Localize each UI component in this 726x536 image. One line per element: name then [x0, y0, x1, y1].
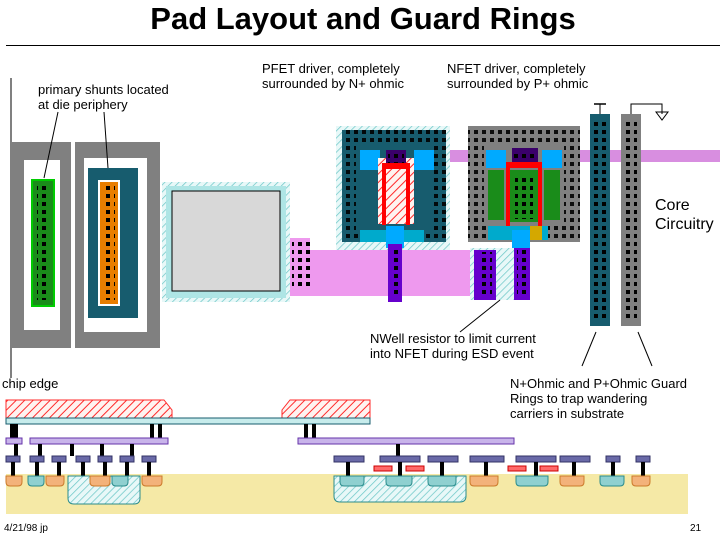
label-pfet-line2: surrounded by N+ ohmic: [262, 76, 404, 91]
label-guard-line1: N+Ohmic and P+Ohmic Guard: [510, 376, 688, 391]
nwell-resistor: [470, 248, 530, 300]
pfet-driver: [336, 126, 450, 302]
label-guard-line3: carriers in substrate: [510, 406, 625, 421]
footer-date: 4/21/98 jp: [4, 523, 48, 534]
primary-shunt-right: [75, 142, 160, 348]
label-primary-shunts-line1: primary shunts located: [38, 82, 169, 97]
leader-shunt-right: [103, 111, 109, 169]
label-guard-line2: Rings to trap wandering: [510, 391, 648, 406]
pad-via-array: [292, 240, 310, 290]
bond-pad: [162, 182, 290, 302]
label-core-line2: Circuitry: [655, 216, 714, 233]
leader-guard-n: [581, 331, 597, 367]
leader-guard-p: [637, 331, 653, 367]
footer-page-number: 21: [690, 523, 702, 534]
label-nwell-line2: into NFET during ESD event: [370, 346, 534, 361]
nplus-guard-ring: [590, 103, 610, 326]
label-chip-edge: chip edge: [2, 376, 59, 391]
cross-section: [5, 399, 688, 514]
label-pfet-line1: PFET driver, completely: [262, 61, 400, 76]
label-nfet-line2: surrounded by P+ ohmic: [447, 76, 589, 91]
pplus-guard-ring: [621, 103, 669, 326]
label-primary-shunts-line2: at die periphery: [38, 97, 128, 112]
label-core-line1: Core: [655, 197, 690, 214]
title-rule: [6, 45, 720, 46]
nfet-driver: [468, 126, 580, 250]
leader-shunt-left: [43, 111, 59, 179]
label-nfet-line1: NFET driver, completely: [447, 61, 586, 76]
label-nwell-line1: NWell resistor to limit current: [370, 331, 536, 346]
primary-shunt-left: [11, 142, 71, 348]
page-title: Pad Layout and Guard Rings: [150, 1, 576, 36]
leader-nwell: [459, 299, 501, 333]
